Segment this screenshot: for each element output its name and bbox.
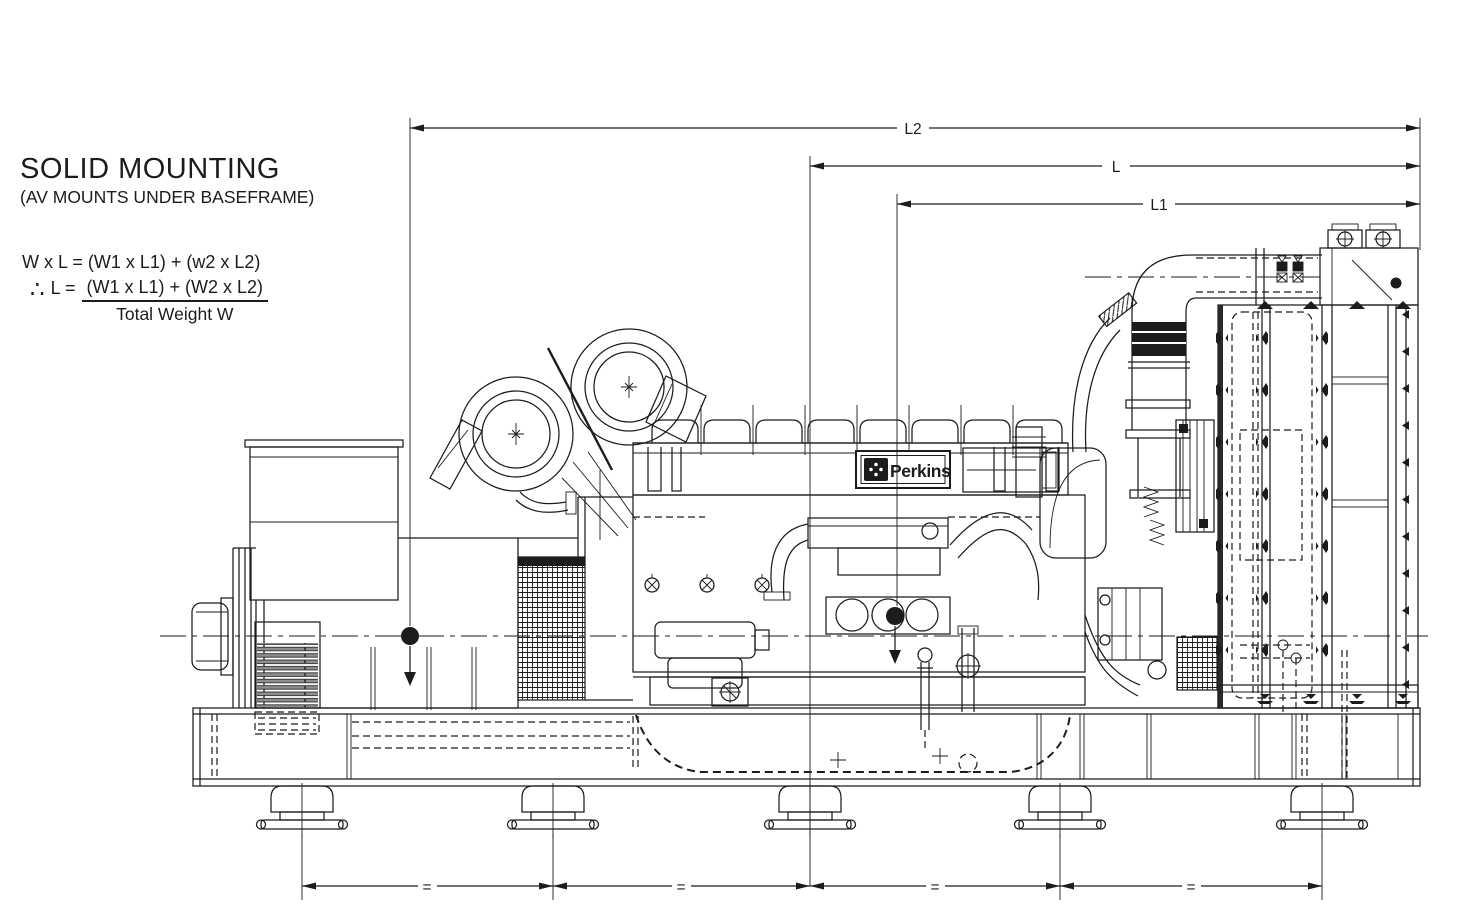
alternator: [191, 439, 633, 710]
baseframe: [192, 639, 1421, 839]
equal-span-1: =: [422, 879, 431, 896]
end-bracket-rings: [232, 547, 256, 708]
engine-badge: Perkins: [855, 450, 951, 489]
air-ducting: [1071, 248, 1322, 499]
formula-line2: ∴ L = (W1 x L1) + (W2 x L2) Total Weight…: [20, 277, 420, 325]
radiator-drain-hidden: [1240, 644, 1310, 712]
turbochargers: [429, 328, 707, 540]
oil-pan: [649, 676, 1086, 706]
fastener-diamonds: [1256, 310, 1268, 695]
perkins-logo-square: [864, 458, 888, 481]
turbo-inlet-flange-left: [429, 419, 483, 490]
drain-valve: [955, 625, 981, 712]
mounting-pins: [370, 647, 477, 710]
frame-bracket: [711, 677, 749, 707]
mounting-notes: SOLID MOUNTING (AV MOUNTS UNDER BASEFRAM…: [20, 153, 420, 325]
radiator: [1216, 223, 1419, 709]
tank-petcocks: [830, 748, 948, 768]
bellows-black-band: [1132, 322, 1186, 356]
equal-span-2: =: [676, 879, 685, 896]
terminal-box: [249, 446, 399, 601]
coupling-guard: [517, 556, 586, 701]
terminal-box-cap: [244, 439, 404, 448]
engine-panel: [962, 447, 1059, 493]
cg-marker-alternator: [401, 627, 419, 686]
fan-drive: [1084, 419, 1218, 697]
turbo-drain-pipe: [515, 491, 569, 513]
fraction-numerator: (W1 x L1) + (W2 x L2): [81, 277, 269, 302]
exhaust-pipe: [1071, 317, 1121, 453]
belt-zigzag-2: [1148, 519, 1166, 546]
formula-lhs: L =: [50, 278, 76, 298]
inlet-block: [1176, 636, 1218, 691]
equal-span-3: =: [930, 879, 939, 896]
engine: Perkins: [632, 405, 1107, 748]
intake-manifold: [763, 517, 949, 601]
page-title: SOLID MOUNTING: [20, 153, 280, 185]
tank-hidden-lines: [352, 721, 630, 749]
fan-hidden-outline: [1231, 311, 1313, 699]
starter-motor: [654, 621, 770, 689]
flywheel-housing: [577, 496, 633, 701]
formula-fraction: (W1 x L1) + (W2 x L2) Total Weight W: [81, 277, 269, 325]
exhaust-flange: [1097, 291, 1138, 328]
radiator-top-brackets: [1327, 223, 1401, 249]
fuel-tank-hidden-outline: [635, 714, 1071, 773]
formula-line1: W x L = (W1 x L1) + (w2 x L2): [22, 252, 261, 272]
turbocharger-1: [458, 376, 574, 492]
baseframe-stiffeners: [346, 714, 1399, 779]
dim-label-l2: L2: [904, 121, 921, 138]
turbo-support-lines: [561, 451, 637, 540]
turbo-outlet-flange-right: [645, 375, 707, 443]
cg-marker-engine: [886, 607, 904, 664]
perkins-wordmark: Perkins: [890, 461, 951, 481]
turbo-brace: [546, 347, 614, 471]
duct-valves: [1276, 255, 1304, 283]
fan-hub: [1097, 587, 1163, 661]
foot-spacing-dims: = = = =: [301, 834, 1323, 900]
page-subtitle: (AV MOUNTS UNDER BASEFRAME): [20, 187, 315, 207]
duct-elbow: [1131, 254, 1322, 430]
alternator-vent-louvers: [254, 621, 321, 709]
core-top-fasteners: [1228, 300, 1416, 310]
core-bottom-fasteners: [1228, 694, 1416, 704]
therefore-symbol: ∴: [30, 276, 45, 302]
alternator-shaft-end: [191, 602, 229, 671]
vent-hidden-continuation: [254, 711, 320, 735]
head-stud-lines: [700, 405, 1014, 455]
dim-label-l1: L1: [1150, 197, 1167, 214]
radiator-inlet-pipe: [1084, 614, 1141, 697]
pulley-stack: [1175, 419, 1215, 533]
equal-span-4: =: [1186, 879, 1195, 896]
primer-pump: [917, 647, 933, 748]
cg-formula: W x L = (W1 x L1) + (w2 x L2) ∴ L = (W1 …: [20, 252, 420, 325]
right-edge-ticks: [1400, 310, 1410, 695]
cam-cover-pillars: [647, 447, 1060, 492]
dim-label-l: L: [1112, 159, 1121, 176]
rocker-covers: [633, 419, 1068, 444]
av-mount-feet: [255, 782, 1369, 839]
fraction-denominator: Total Weight W: [116, 304, 234, 324]
belt-zigzag-1: [1142, 486, 1160, 518]
dimensioning: L2 L L1: [301, 118, 1421, 900]
cam-cover-band: [632, 442, 1069, 496]
tank-drain-hidden: [958, 753, 978, 773]
radiator-bottom-tank: [1217, 684, 1419, 709]
oil-filters: [825, 596, 951, 635]
engine-bosses: [644, 574, 770, 593]
